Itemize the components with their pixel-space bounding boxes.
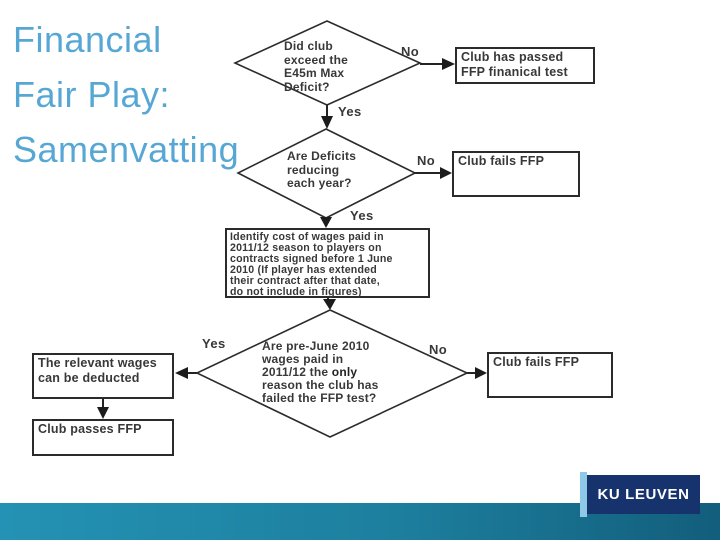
node-identify-wages: Identify cost of wages paid in 2011/12 s…	[225, 228, 430, 298]
edge-label-yes-1: Yes	[338, 104, 362, 119]
edge-label-no-1: No	[401, 44, 420, 59]
decision-wages-text-bold: only	[331, 364, 358, 379]
decision-deficits-reducing-text: Are Deficits reducing each year?	[287, 149, 357, 190]
logo-accent-bar	[580, 472, 587, 517]
node-relevant-wages-deducted: The relevant wages can be deducted	[32, 353, 174, 399]
node-club-passes-ffp: Club passes FFP	[32, 419, 174, 456]
arrowhead-identify-to-diamond3	[323, 299, 336, 310]
arrowhead-yes-2	[320, 217, 332, 228]
decision-wages-text-before: Are pre-June 2010 wages paid in 2011/12 …	[262, 339, 370, 379]
edge-label-yes-2: Yes	[350, 208, 374, 223]
node-club-passed-test: Club has passed FFP finanical test	[455, 47, 595, 84]
edge-label-yes-3: Yes	[202, 336, 226, 351]
node-club-fails-ffp-2: Club fails FFP	[487, 352, 613, 398]
diamond-wages-only-reason	[195, 309, 469, 438]
decision-wages-text-after: reason the club has failed the FFP test?	[262, 377, 379, 405]
arrowhead-deduct-to-passes	[97, 407, 109, 419]
decision-exceed-deficit-text: Did club exceed the E45m Max Deficit?	[284, 39, 349, 94]
arrowhead-no-2	[440, 167, 452, 179]
decision-wages-only-reason-text: Are pre-June 2010 wages paid in 2011/12 …	[262, 340, 379, 405]
arrowhead-no-3	[475, 367, 487, 379]
ku-leuven-logo: KU LEUVEN	[587, 475, 700, 514]
arrowhead-yes-3	[175, 367, 188, 379]
ku-leuven-logo-text: KU LEUVEN	[597, 486, 690, 503]
slide-title: Financial Fair Play: Samenvatting	[13, 19, 240, 170]
edge-label-no-2: No	[417, 153, 436, 168]
arrowhead-no-1	[442, 58, 455, 70]
edge-label-no-3: No	[429, 342, 448, 357]
arrowhead-yes-1	[321, 116, 333, 129]
node-club-fails-ffp-1: Club fails FFP	[452, 151, 580, 197]
